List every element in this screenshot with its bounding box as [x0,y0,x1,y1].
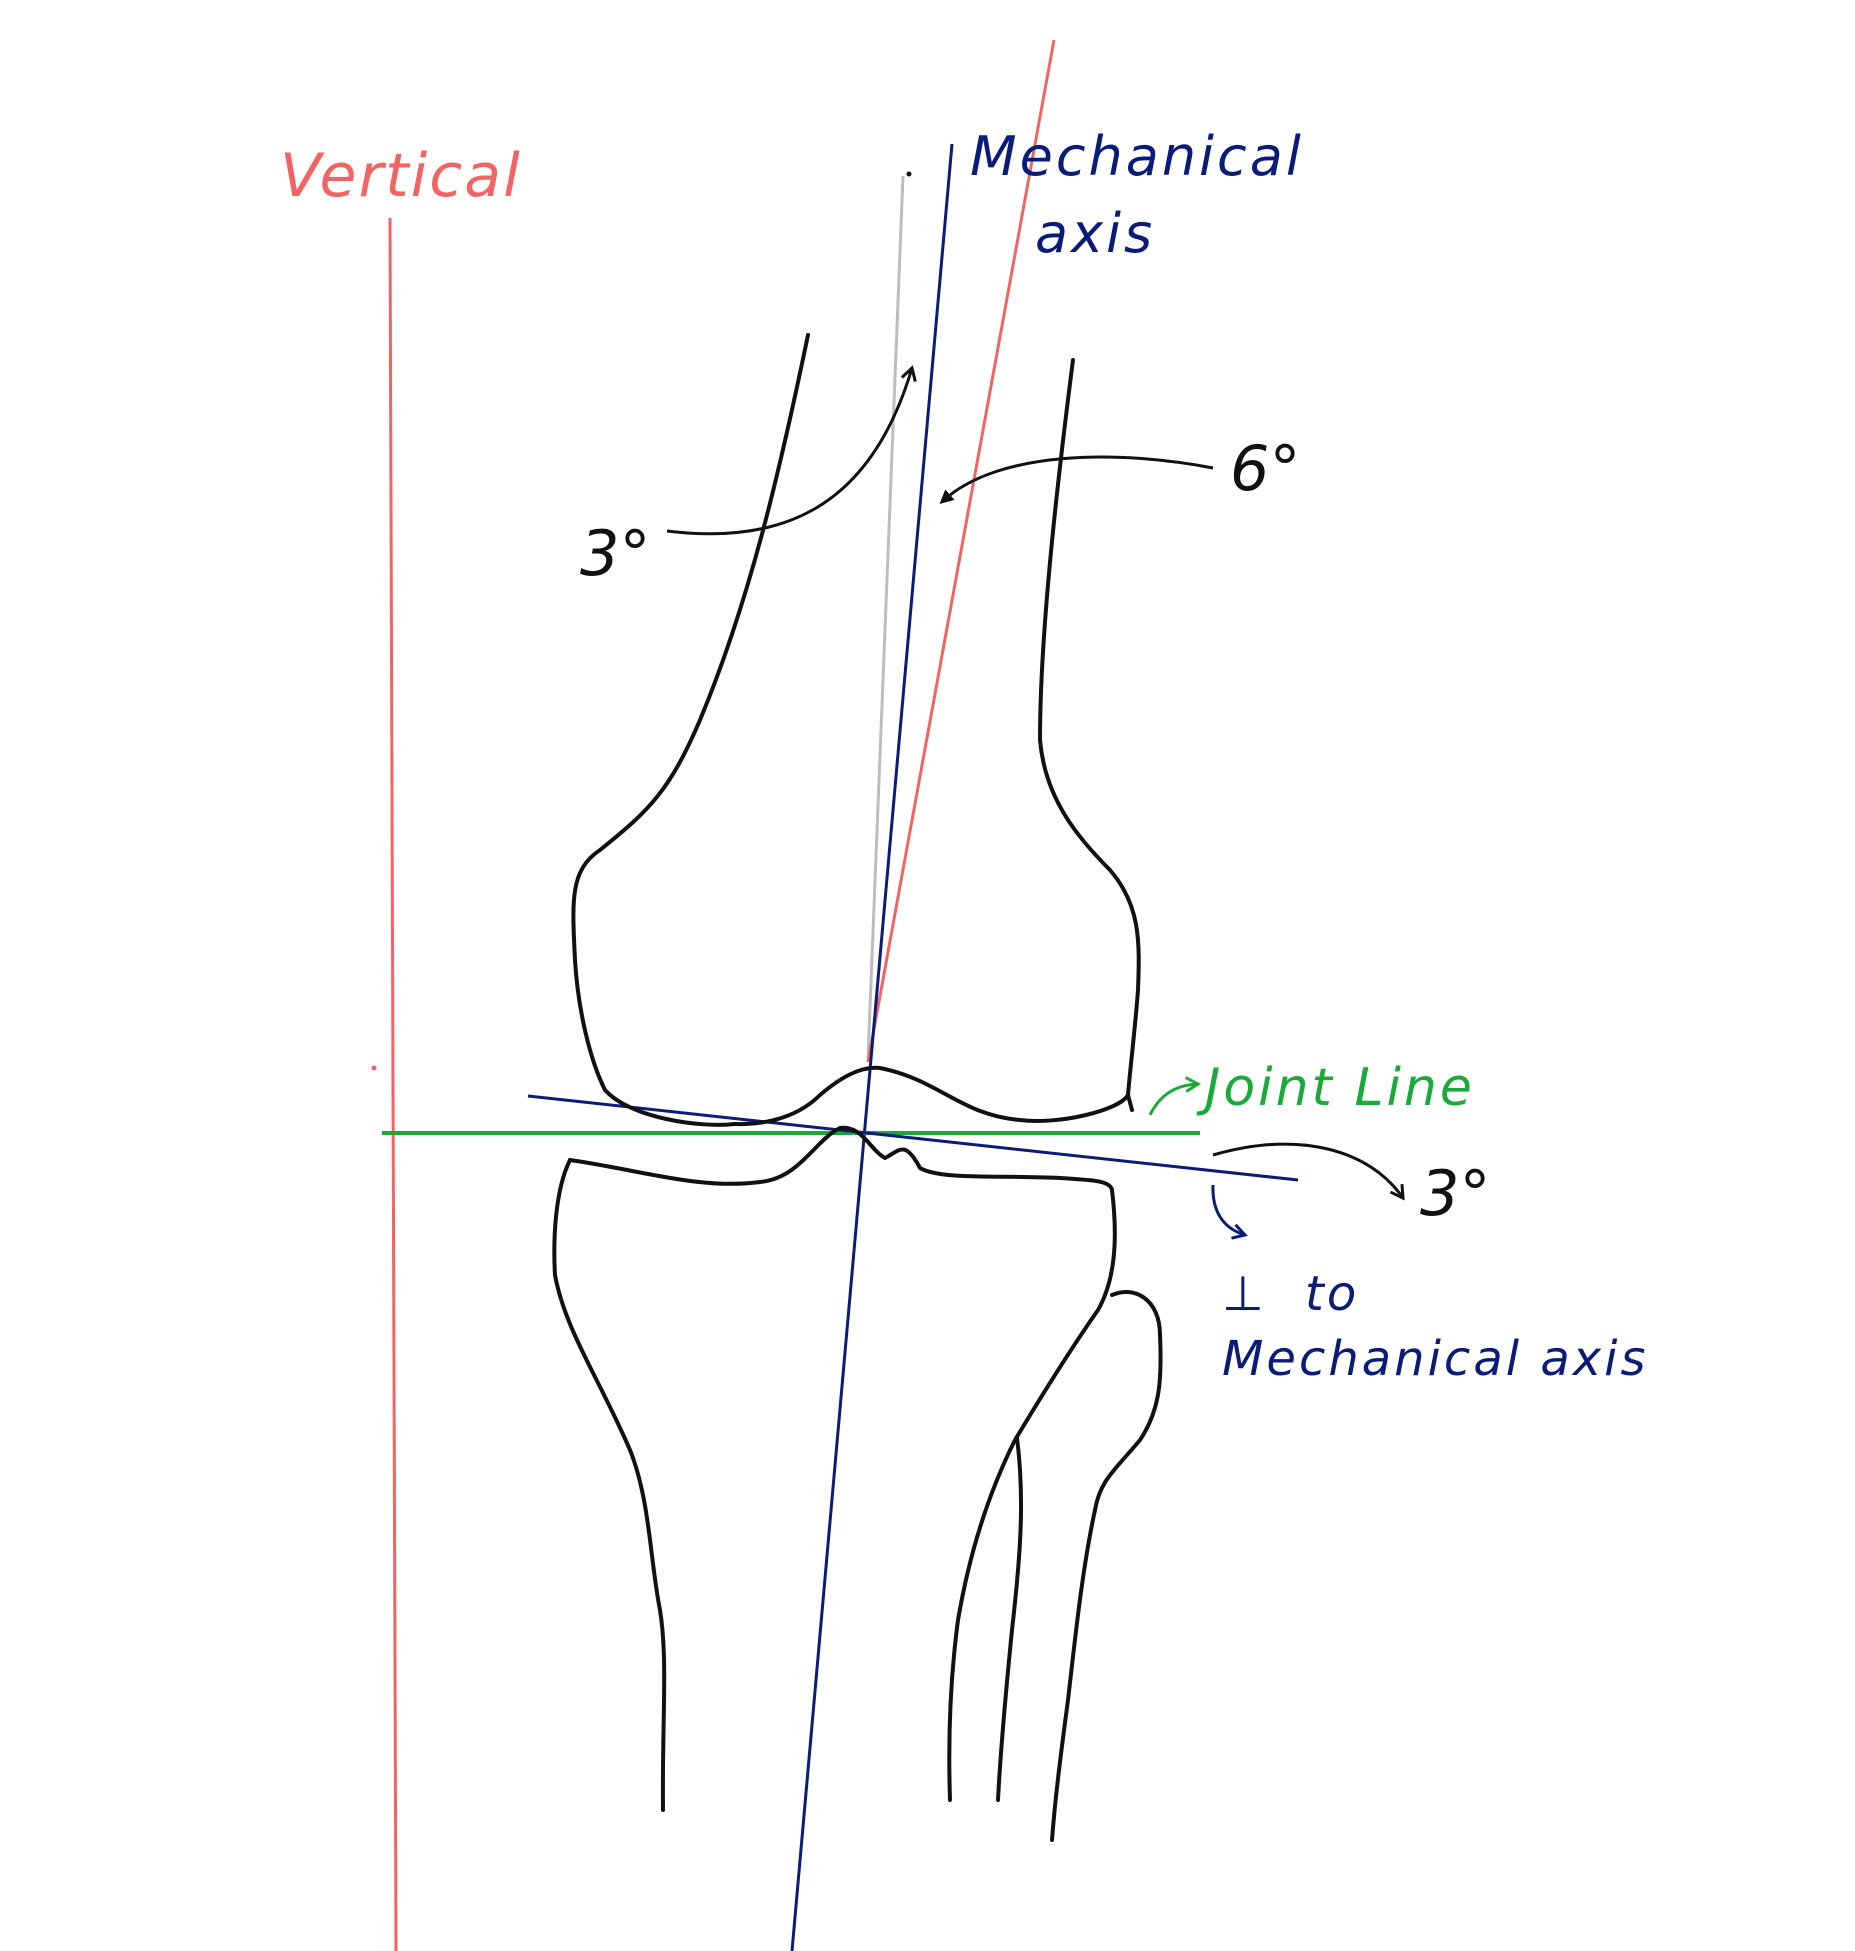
tibia-plateau-outline [568,1125,1114,1192]
fibula-shaft-outline [1050,1508,1097,1842]
tibial-angle-label: 3° [1420,1157,1490,1230]
vertical-label: Vertical [280,141,522,211]
femoral-angle-arrow [666,365,917,536]
stray-dot [371,1065,377,1071]
reference-line [866,175,905,1059]
tibia-medial-shaft [552,1158,667,1812]
fibula-inner-outline [996,1436,1024,1802]
femur-lateral-outline [733,358,1141,1127]
vertical-line [388,217,398,1951]
femur-medial-outline [571,333,810,1127]
mechanical-axis-line [790,143,954,1951]
perpendicular-to-label: to [1305,1266,1359,1322]
perpendicular-pointer-arrow [1211,1184,1248,1240]
perpendicular-to-mechanical-axis-line [527,1094,1299,1182]
valgus-angle-label: 6° [1230,432,1300,505]
tibia-lateral-shaft [947,1188,1117,1802]
femur-condyle-notch [1126,1093,1134,1112]
tibial-angle-arrow [1212,1142,1405,1201]
mechanical-axis-label-line2: axis [1035,202,1155,265]
perpendicular-mechanical-axis-label: Mechanical axis [1222,1331,1649,1387]
perpendicular-symbol: ⊥ [1222,1266,1267,1322]
stray-dot [906,171,912,177]
joint-line-label: Joint Line [1196,1058,1475,1118]
joint-line-pointer-arrow [1148,1076,1201,1116]
fibula-head-outline [1093,1289,1163,1512]
femoral-angle-label: 3° [580,517,650,590]
anatomical-axis-line [866,39,1056,1063]
mechanical-axis-label: Mechanical [970,125,1304,188]
valgus-angle-arrow [939,455,1214,504]
